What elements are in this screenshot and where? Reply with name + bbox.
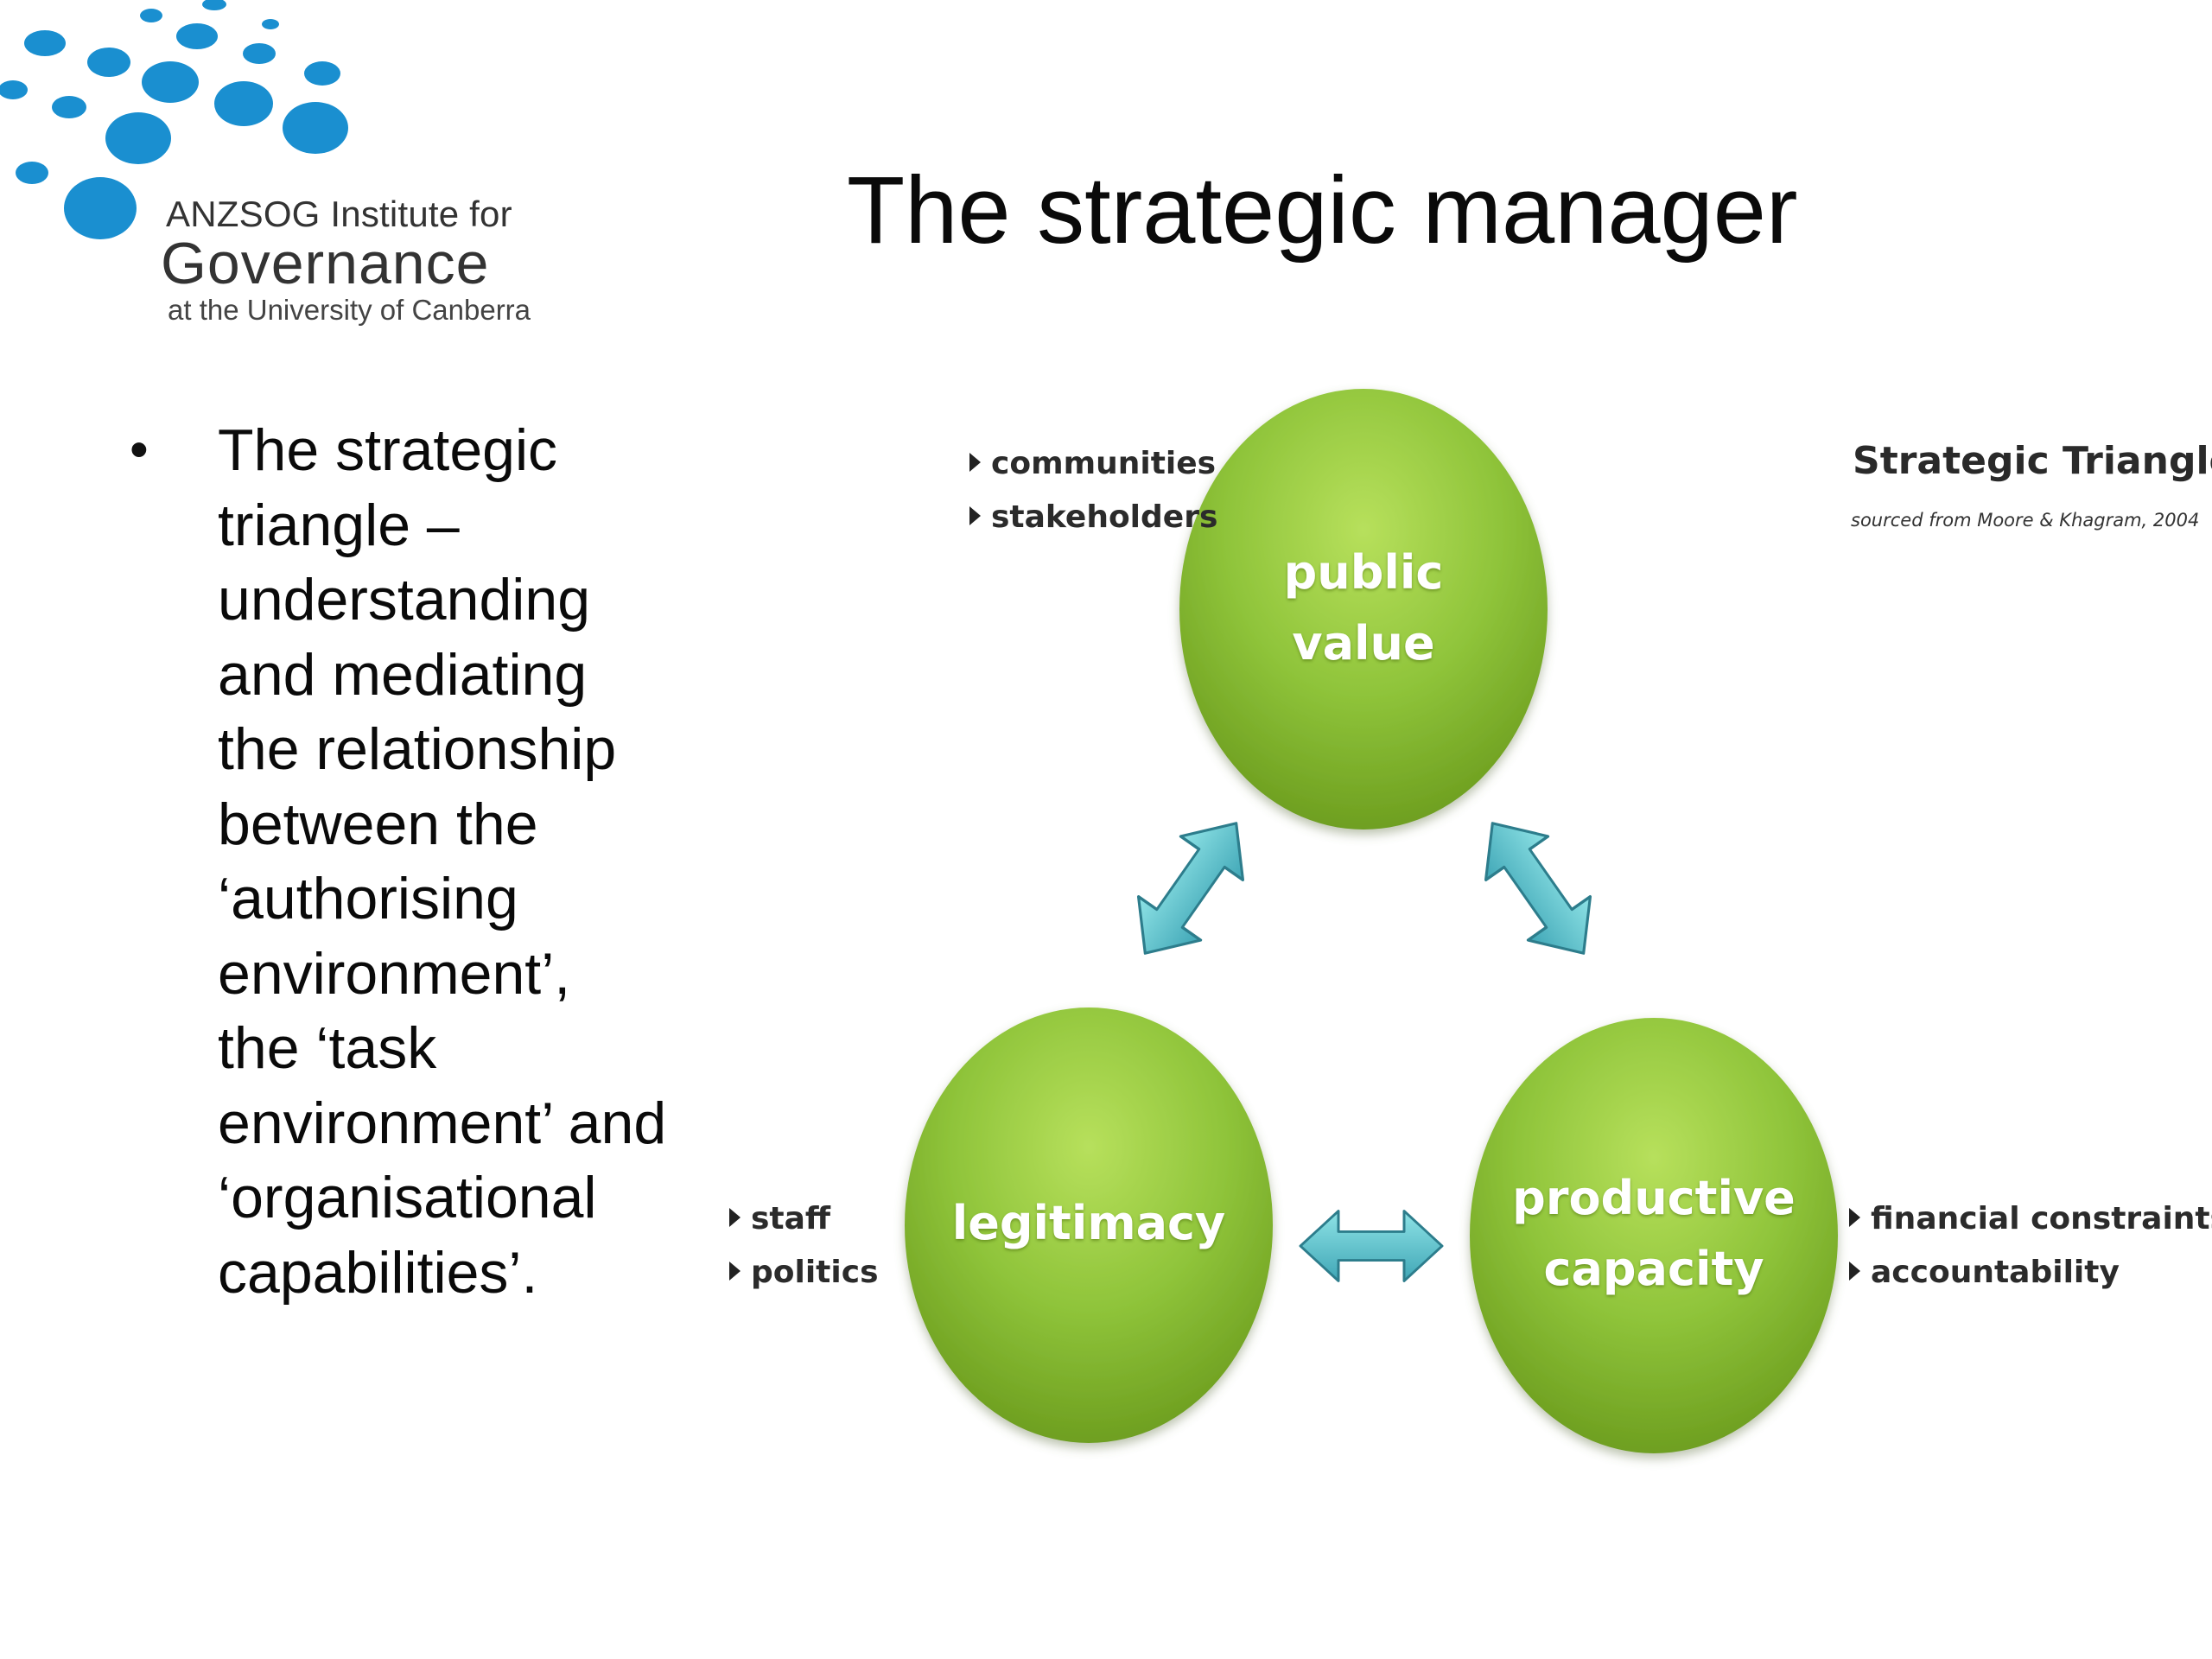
productive-capacity-node xyxy=(1470,1018,1838,1453)
logo-institute-text: ANZSOG Institute for xyxy=(166,194,512,234)
anzsog-logo: ANZSOG Institute for Governance at the U… xyxy=(0,0,570,337)
bullet-triangle-icon xyxy=(969,453,981,472)
diagram-source: sourced from Moore & Khagram, 2004 xyxy=(1851,510,2200,531)
list-item: financial constraints xyxy=(1849,1192,2212,1246)
list-item: communities xyxy=(969,437,1217,491)
bullet-triangle-icon xyxy=(729,1262,741,1281)
bullet-triangle-icon xyxy=(1849,1208,1860,1227)
public-value-list: communities stakeholders xyxy=(969,437,1217,544)
logo-university-text: at the University of Canberra xyxy=(168,294,531,326)
list-item: staff xyxy=(729,1192,879,1246)
bullet-triangle-icon xyxy=(1849,1262,1860,1281)
diagram-graphics xyxy=(905,389,1838,1453)
list-item: accountability xyxy=(1849,1246,2212,1300)
logo-dots-icon xyxy=(0,0,348,239)
public-value-label-line1: public xyxy=(1283,545,1444,600)
legitimacy-node xyxy=(905,1007,1273,1443)
bottom-double-arrow-icon xyxy=(1299,1210,1444,1282)
legitimacy-label: legitimacy xyxy=(916,1188,1262,1259)
list-item: stakeholders xyxy=(969,491,1217,544)
right-double-arrow-icon xyxy=(1459,799,1617,977)
bullet-text: The strategic triangle – understanding a… xyxy=(218,417,667,1306)
public-value-label-line2: value xyxy=(1292,616,1435,671)
public-value-label: public value xyxy=(1191,537,1536,679)
legitimacy-list: staff politics xyxy=(729,1192,879,1300)
legitimacy-label-line1: legitimacy xyxy=(951,1196,1226,1250)
productive-capacity-label: productive capacity xyxy=(1481,1163,1827,1305)
productive-capacity-label-line2: capacity xyxy=(1543,1242,1764,1296)
logo-governance-text: Governance xyxy=(161,231,490,296)
slide-title: The strategic manager xyxy=(847,157,1798,264)
public-value-node xyxy=(1179,389,1548,830)
diagram-title: Strategic Triangle xyxy=(1853,439,2212,483)
left-double-arrow-icon xyxy=(1112,799,1269,977)
list-item: politics xyxy=(729,1246,879,1300)
strategic-triangle-diagram: public value legitimacy productive capac… xyxy=(691,380,2212,1486)
bullet-triangle-icon xyxy=(729,1208,741,1227)
bullet-marker: • xyxy=(130,420,149,480)
productive-capacity-label-line1: productive xyxy=(1512,1171,1796,1225)
bullet-triangle-icon xyxy=(969,506,981,525)
productive-capacity-list: financial constraints accountability xyxy=(1849,1192,2212,1300)
